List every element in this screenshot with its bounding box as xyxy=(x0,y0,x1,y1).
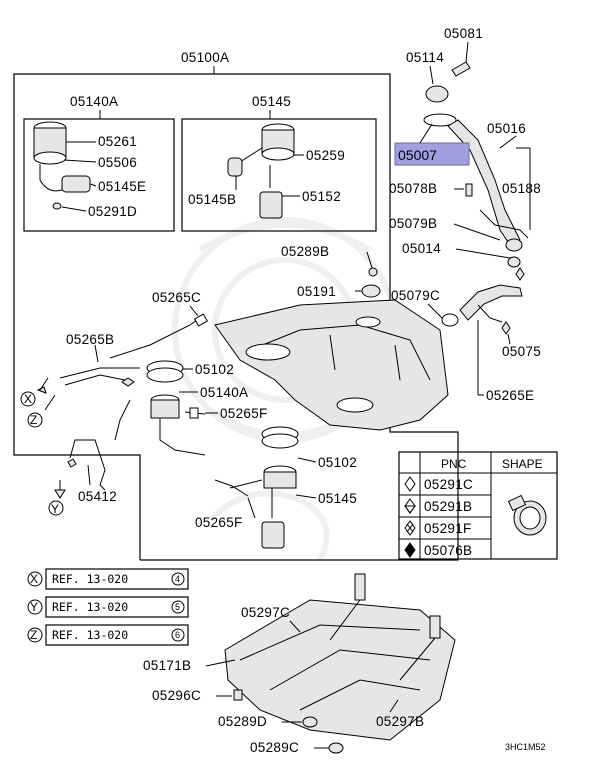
label-05297C[interactable]: 05297C xyxy=(241,605,290,620)
label-05140A-top[interactable]: 05140A xyxy=(70,94,118,109)
label-05296C[interactable]: 05296C xyxy=(152,688,201,703)
ref-text-y: REF. 13-020 xyxy=(52,600,128,614)
filler-hose-drawing xyxy=(441,284,523,327)
legend-pnc-1: 05291B xyxy=(424,499,472,514)
ref-text-z: REF. 13-020 xyxy=(52,628,128,642)
ref-text-x: REF. 13-020 xyxy=(52,572,128,586)
legend-pnc-2: 05291F xyxy=(424,521,472,536)
label-05265B[interactable]: 05265B xyxy=(66,332,114,347)
label-05412[interactable]: 05412 xyxy=(78,489,117,504)
fuel-tank-drawing xyxy=(214,299,449,431)
label-05289B[interactable]: 05289B xyxy=(281,244,329,259)
label-05289C[interactable]: 05289C xyxy=(250,740,299,755)
label-05100A[interactable]: 05100A xyxy=(181,50,229,65)
label-05145B[interactable]: 05145B xyxy=(188,192,236,207)
legend-col-shape: SHAPE xyxy=(502,457,543,471)
marker-z: Z xyxy=(30,413,37,427)
ref-row-y[interactable]: Y REF. 13-020 5 xyxy=(27,596,189,618)
marker-x: X xyxy=(24,392,32,406)
fuel-pump-module-drawing xyxy=(33,121,91,210)
label-05145E[interactable]: 05145E xyxy=(98,179,146,194)
ref-marker-x: X xyxy=(30,572,38,586)
label-05140A-mid[interactable]: 05140A xyxy=(200,385,248,400)
label-05145-bot[interactable]: 05145 xyxy=(318,491,357,506)
label-05261[interactable]: 05261 xyxy=(98,134,137,149)
label-05152[interactable]: 05152 xyxy=(302,189,341,204)
label-05114[interactable]: 05114 xyxy=(406,50,444,65)
label-05171B[interactable]: 05171B xyxy=(143,658,191,673)
subbox-05140A xyxy=(23,118,175,232)
label-05007[interactable]: 05007 xyxy=(398,147,437,163)
subbox-05145 xyxy=(181,118,377,232)
label-05297B[interactable]: 05297B xyxy=(376,714,424,729)
label-05506[interactable]: 05506 xyxy=(98,155,137,170)
open-diamond-icon xyxy=(404,476,416,492)
fuel-gauge-unit-drawing xyxy=(227,123,295,219)
label-05259[interactable]: 05259 xyxy=(306,148,345,163)
label-05079C[interactable]: 05079C xyxy=(391,288,440,303)
diagram-code: 3HC1M52 xyxy=(505,742,546,752)
label-05265F-b[interactable]: 05265F xyxy=(195,515,243,530)
ref-marker-y: Y xyxy=(30,600,38,614)
ref-num-y: 5 xyxy=(175,602,180,612)
label-05188[interactable]: 05188 xyxy=(502,181,541,196)
label-05265E[interactable]: 05265E xyxy=(486,388,534,403)
label-05079B[interactable]: 05079B xyxy=(389,216,437,231)
clamp-legend-table: PNC SHAPE 05291C 05291B 05291F 05076B xyxy=(398,451,558,560)
legend-pnc-0: 05291C xyxy=(424,477,473,492)
label-05102-a[interactable]: 05102 xyxy=(195,362,234,377)
label-05265C[interactable]: 05265C xyxy=(152,290,201,305)
ref-num-z: 6 xyxy=(175,630,180,640)
legend-col-pnc: PNC xyxy=(441,457,467,471)
highlight-05007 xyxy=(394,142,470,166)
tank-protector-drawing xyxy=(224,573,456,741)
ref-row-z[interactable]: Z REF. 13-020 6 xyxy=(27,624,189,646)
fuel-filler-neck-drawing xyxy=(423,113,529,252)
ref-row-x[interactable]: X REF. 13-020 4 xyxy=(27,568,189,590)
fuel-pump-module-installed xyxy=(150,394,206,456)
fuel-gauge-unit-installed xyxy=(229,465,297,549)
label-05145-top[interactable]: 05145 xyxy=(252,94,291,109)
label-05078B[interactable]: 05078B xyxy=(389,181,437,196)
legend-pnc-3: 05076B xyxy=(424,543,472,558)
label-05016[interactable]: 05016 xyxy=(487,121,526,136)
label-05265F-a[interactable]: 05265F xyxy=(220,406,268,421)
filled-diamond-icon xyxy=(404,542,416,558)
label-05102-b[interactable]: 05102 xyxy=(318,455,357,470)
label-05081[interactable]: 05081 xyxy=(444,26,483,41)
label-05191[interactable]: 05191 xyxy=(297,284,336,299)
ref-num-x: 4 xyxy=(175,574,180,584)
ref-marker-z: Z xyxy=(30,628,37,642)
label-05075[interactable]: 05075 xyxy=(502,344,541,359)
label-05289D[interactable]: 05289D xyxy=(218,714,267,729)
label-05014[interactable]: 05014 xyxy=(402,241,441,256)
hose-clamp-shape-drawing xyxy=(507,494,547,536)
marker-y: Y xyxy=(51,502,59,516)
label-05291D[interactable]: 05291D xyxy=(88,204,137,219)
